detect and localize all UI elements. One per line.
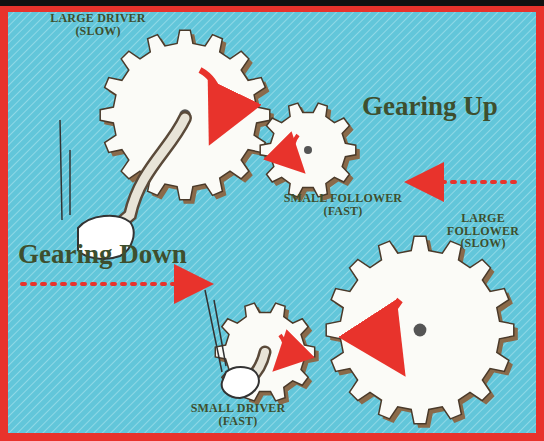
crank-handle — [110, 118, 185, 232]
arrow-head — [412, 180, 428, 184]
gear-wheel — [260, 103, 356, 197]
gear-hub — [414, 324, 427, 337]
gear-label: SMALL DRIVER (FAST) — [182, 402, 294, 427]
rotation-arrow — [293, 135, 300, 168]
crank-handle — [110, 118, 185, 232]
dotted-pointer — [428, 180, 515, 184]
gear-wheel — [326, 236, 514, 424]
heading: Gearing Up — [362, 92, 532, 120]
gear-label: LARGE FOLLOWER (SLOW) — [428, 212, 538, 250]
gear-label: LARGE DRIVER (SLOW) — [38, 12, 158, 37]
gear-hub — [304, 146, 312, 154]
rotation-arrow — [200, 70, 221, 135]
arm-line — [205, 290, 226, 372]
hand — [222, 367, 259, 398]
arrow-head — [190, 282, 206, 286]
arm-line — [60, 120, 70, 220]
heading: Gearing Down — [18, 240, 208, 268]
rotation-arrow — [278, 335, 285, 366]
background-panel — [8, 12, 536, 433]
rotation-arrow — [388, 300, 400, 365]
top-strip — [0, 0, 544, 6]
gear-label: SMALL FOLLOWER (FAST) — [268, 192, 418, 217]
gear-wheel — [215, 303, 314, 401]
dotted-pointer — [22, 282, 190, 286]
